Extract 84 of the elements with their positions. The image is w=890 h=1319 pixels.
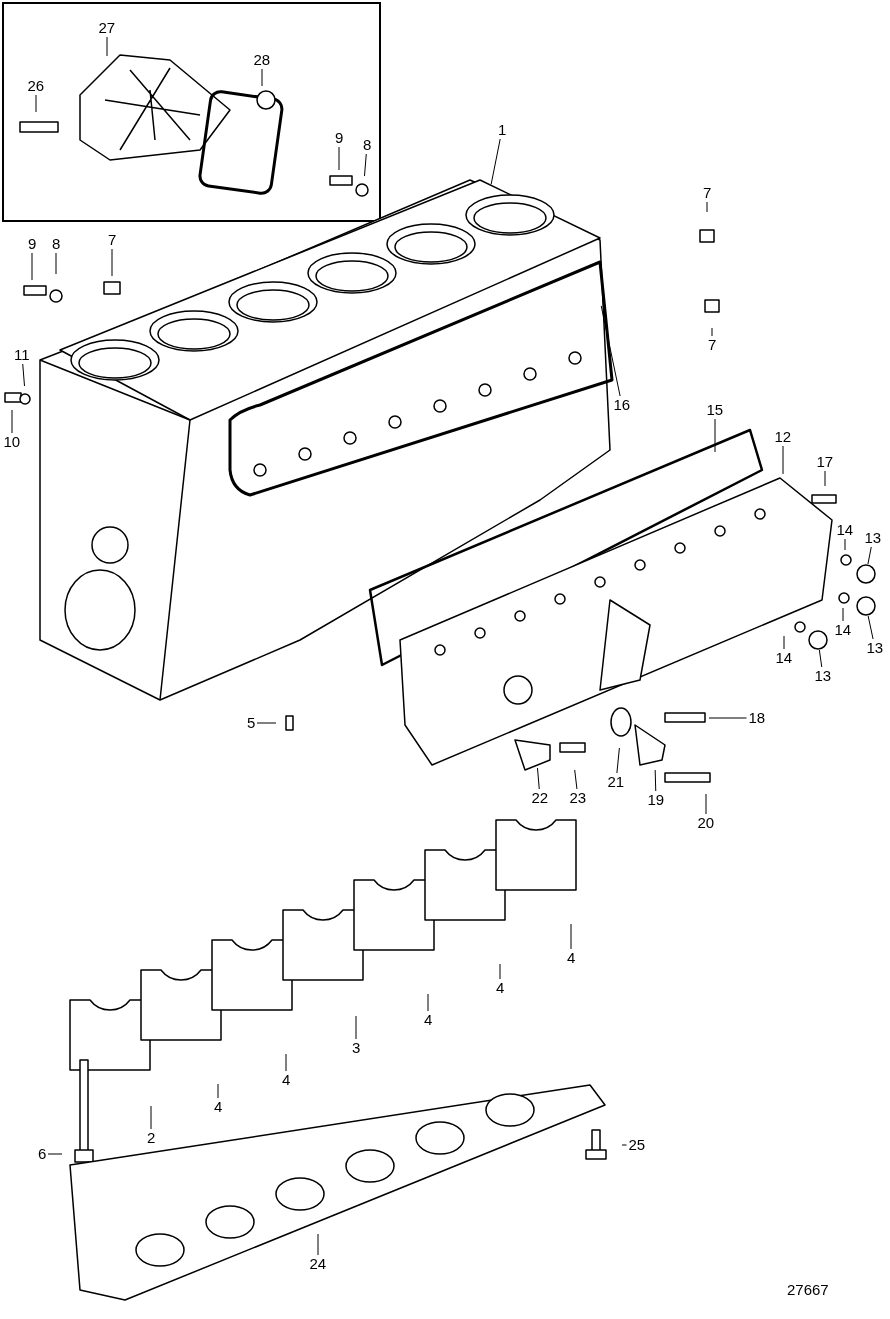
callout-number: 7	[107, 232, 118, 248]
callout-number: 22	[530, 790, 550, 806]
leader-line	[111, 248, 113, 277]
leader-line	[355, 1015, 357, 1040]
callout-number: 4	[423, 1012, 434, 1028]
leader-line	[574, 769, 578, 790]
callout-number: 8	[51, 236, 62, 252]
leader-line	[285, 1053, 287, 1072]
callout-number: 16	[612, 397, 632, 413]
leader-line	[427, 993, 429, 1012]
leader-line	[783, 635, 785, 650]
callout-number: 9	[334, 130, 345, 146]
leader-line	[35, 94, 37, 113]
leader-line	[708, 717, 747, 719]
leader-line	[11, 409, 13, 434]
leader-line	[261, 68, 263, 87]
leader-line	[654, 769, 657, 792]
leader-line	[818, 649, 823, 668]
leader-line	[22, 363, 25, 387]
leader-line	[711, 327, 713, 337]
callout-number: 6	[37, 1146, 48, 1162]
plug-icon	[856, 564, 876, 584]
leader-line	[338, 146, 340, 171]
callout-number: 4	[281, 1072, 292, 1088]
callout-number: 7	[707, 337, 718, 353]
callout-number: 18	[747, 710, 767, 726]
leader-line	[317, 1233, 319, 1256]
callout-number: 23	[568, 790, 588, 806]
leader-line	[706, 201, 708, 213]
callout-number: 15	[705, 402, 725, 418]
leader-line	[867, 546, 872, 565]
leader-line	[621, 1144, 627, 1146]
leader-line	[616, 747, 620, 774]
callout-number: 13	[865, 640, 885, 656]
callout-number: 25	[627, 1137, 647, 1153]
callout-number: 13	[863, 530, 883, 546]
callout-number: 27	[97, 20, 117, 36]
leader-line	[782, 445, 784, 475]
leader-line	[150, 1105, 152, 1130]
leader-line	[705, 793, 707, 815]
leader-line	[714, 418, 716, 453]
callout-number: 10	[2, 434, 22, 450]
callout-number: 26	[26, 78, 46, 94]
leader-line	[217, 1083, 219, 1099]
callout-number: 13	[813, 668, 833, 684]
drawing-number: 27667	[786, 1282, 830, 1298]
leader-line	[47, 1153, 63, 1155]
leader-line	[106, 36, 108, 57]
callout-number: 2	[146, 1130, 157, 1146]
leader-line	[867, 615, 874, 640]
callout-number: 5	[246, 715, 257, 731]
plug-icon	[856, 596, 876, 616]
leader-line	[364, 153, 367, 177]
leader-line	[842, 607, 844, 622]
callout-number: 4	[566, 950, 577, 966]
callout-number: 4	[495, 980, 506, 996]
callout-number: 24	[308, 1256, 328, 1272]
leader-line	[537, 767, 540, 790]
callout-number: 20	[696, 815, 716, 831]
callout-number: 12	[773, 429, 793, 445]
leader-line	[570, 923, 572, 950]
leader-line	[31, 252, 33, 281]
leader-line	[600, 305, 621, 397]
callout-number: 1	[497, 122, 508, 138]
callout-number: 9	[27, 236, 38, 252]
callout-number: 14	[774, 650, 794, 666]
callout-number: 4	[213, 1099, 224, 1115]
callout-number: 17	[815, 454, 835, 470]
callout-number: 3	[351, 1040, 362, 1056]
leader-line	[499, 963, 501, 980]
callout-number: 7	[702, 185, 713, 201]
leader-line	[844, 538, 846, 551]
callout-number: 11	[13, 347, 31, 363]
leader-line	[55, 252, 57, 275]
callout-number: 8	[362, 137, 373, 153]
callout-number: 14	[835, 522, 855, 538]
plug-icon	[808, 630, 828, 650]
leader-line	[490, 138, 501, 185]
callout-number: 14	[833, 622, 853, 638]
leader-line	[256, 722, 277, 724]
callout-number: 21	[606, 774, 626, 790]
callout-number: 28	[252, 52, 272, 68]
leader-line	[824, 470, 826, 487]
callout-number: 19	[646, 792, 666, 808]
